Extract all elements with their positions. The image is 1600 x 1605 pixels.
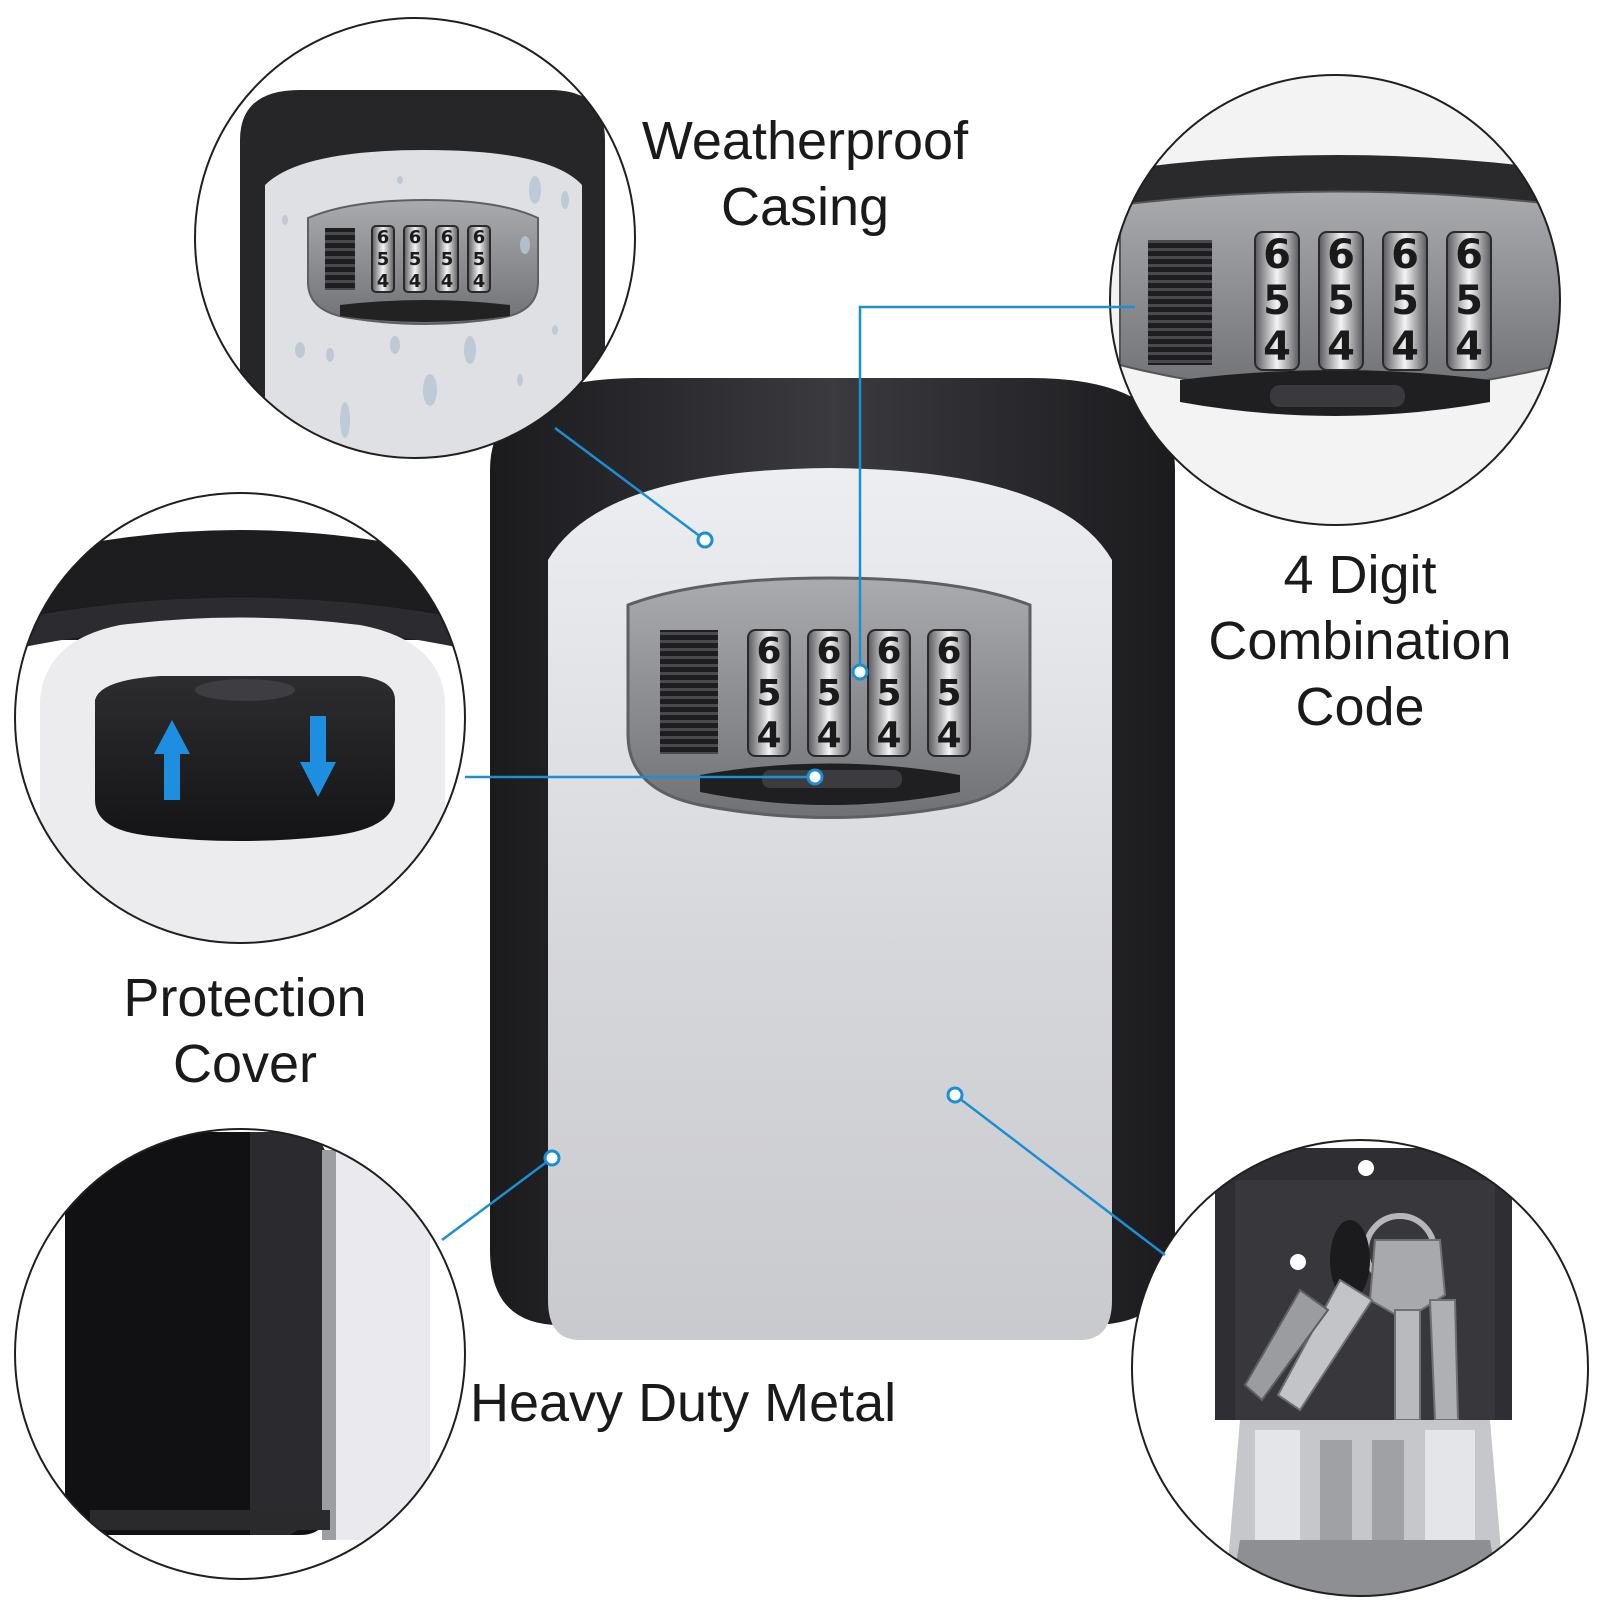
label-line: Casing: [720, 177, 890, 237]
callout-lines: [441, 305, 1166, 1256]
dial-digit: 4: [936, 715, 961, 756]
dial-digit: 6: [876, 631, 901, 672]
dial-digit: 6: [936, 631, 961, 672]
label-protection-cover: Protection Cover: [95, 965, 395, 1097]
circle-outline: [14, 492, 466, 944]
dial-digit: 5: [1263, 278, 1291, 324]
label-line: Protection: [123, 968, 367, 1028]
dial-digit: 6: [1391, 232, 1419, 278]
label-line: 4 Digit: [1283, 545, 1437, 605]
label-line: Weatherproof: [641, 111, 969, 171]
dial-wheel: 654: [371, 225, 395, 293]
callout-dot: [806, 768, 824, 786]
dial-wheel: 654: [867, 629, 911, 757]
arrow-up-icon: [154, 720, 190, 800]
dial-digit: 6: [1327, 232, 1355, 278]
dial-digit: 5: [1327, 278, 1355, 324]
dial-digit: 6: [441, 227, 454, 248]
dial-wheel: 654: [927, 629, 971, 757]
callout-edge: [441, 1156, 553, 1242]
dial-digit: 6: [756, 631, 781, 672]
dial-digit: 6: [1263, 232, 1291, 278]
circle-outline: [1109, 74, 1561, 526]
dial-wheel: 654: [1254, 231, 1300, 371]
dial-wheel: 654: [1318, 231, 1364, 371]
callout-weatherproof: [554, 426, 706, 542]
callout-dot: [851, 663, 869, 681]
circle-outline: [194, 17, 636, 459]
cover-slider: [762, 770, 902, 788]
dial-wheel: 654: [1382, 231, 1428, 371]
dial-wheel: 654: [435, 225, 459, 293]
dial-digit: 4: [473, 271, 486, 292]
dial-digit: 5: [441, 249, 454, 270]
dial-digit: 4: [1263, 324, 1291, 370]
callout-dot: [946, 1086, 964, 1104]
callout-dot: [696, 531, 714, 549]
dial-digit: 6: [473, 227, 486, 248]
dial-digit: 6: [377, 227, 390, 248]
circle-outline: [14, 1128, 466, 1580]
callout-metal: [954, 1094, 1166, 1256]
arrow-down-icon: [300, 716, 336, 797]
dial-wheel: 654: [403, 225, 427, 293]
dial-wheel: 654: [1446, 231, 1492, 371]
label-weatherproof-casing: Weatherproof Casing: [625, 108, 985, 240]
dial-digit: 4: [1455, 324, 1483, 370]
dial-digit: 4: [409, 271, 422, 292]
dial-wheel: 654: [467, 225, 491, 293]
circle-outline: [1131, 1139, 1589, 1597]
dial-digit: 5: [936, 673, 961, 714]
label-combination-code: 4 Digit Combination Code: [1180, 542, 1540, 740]
dial-digit: 5: [1391, 278, 1419, 324]
dial-digit: 5: [1455, 278, 1483, 324]
dial-wheel: 654: [807, 629, 851, 757]
detail-open-box: [1131, 1139, 1589, 1597]
callout-dot: [543, 1149, 561, 1167]
dial-digit: 4: [1327, 324, 1355, 370]
dial-digit: 5: [876, 673, 901, 714]
label-line: Cover: [172, 1034, 318, 1094]
dial-digit: 4: [876, 715, 901, 756]
label-heavy-duty-metal: Heavy Duty Metal: [470, 1373, 897, 1433]
dial-digit: 5: [377, 249, 390, 270]
release-button: [660, 630, 718, 754]
dial-digit: 4: [816, 715, 841, 756]
dial-wheel: 654: [747, 629, 791, 757]
dial-digit: 5: [756, 673, 781, 714]
dial-digit: 4: [441, 271, 454, 292]
dial-digit: 6: [816, 631, 841, 672]
detail-metal-edge: [14, 1128, 466, 1580]
dial-digit: 6: [409, 227, 422, 248]
dial-digit: 6: [1455, 232, 1483, 278]
dial-digit: 5: [473, 249, 486, 270]
dial-digit: 5: [409, 249, 422, 270]
dial-digit: 4: [377, 271, 390, 292]
dial-digit: 4: [1391, 324, 1419, 370]
callout-combination: [858, 305, 1135, 672]
dial-digit: 4: [756, 715, 781, 756]
water-drops: [282, 176, 569, 438]
label-line: Combination: [1208, 611, 1512, 671]
detail-protection-cover: [14, 492, 466, 944]
label-line: Code: [1295, 677, 1425, 737]
dial-digit: 5: [816, 673, 841, 714]
